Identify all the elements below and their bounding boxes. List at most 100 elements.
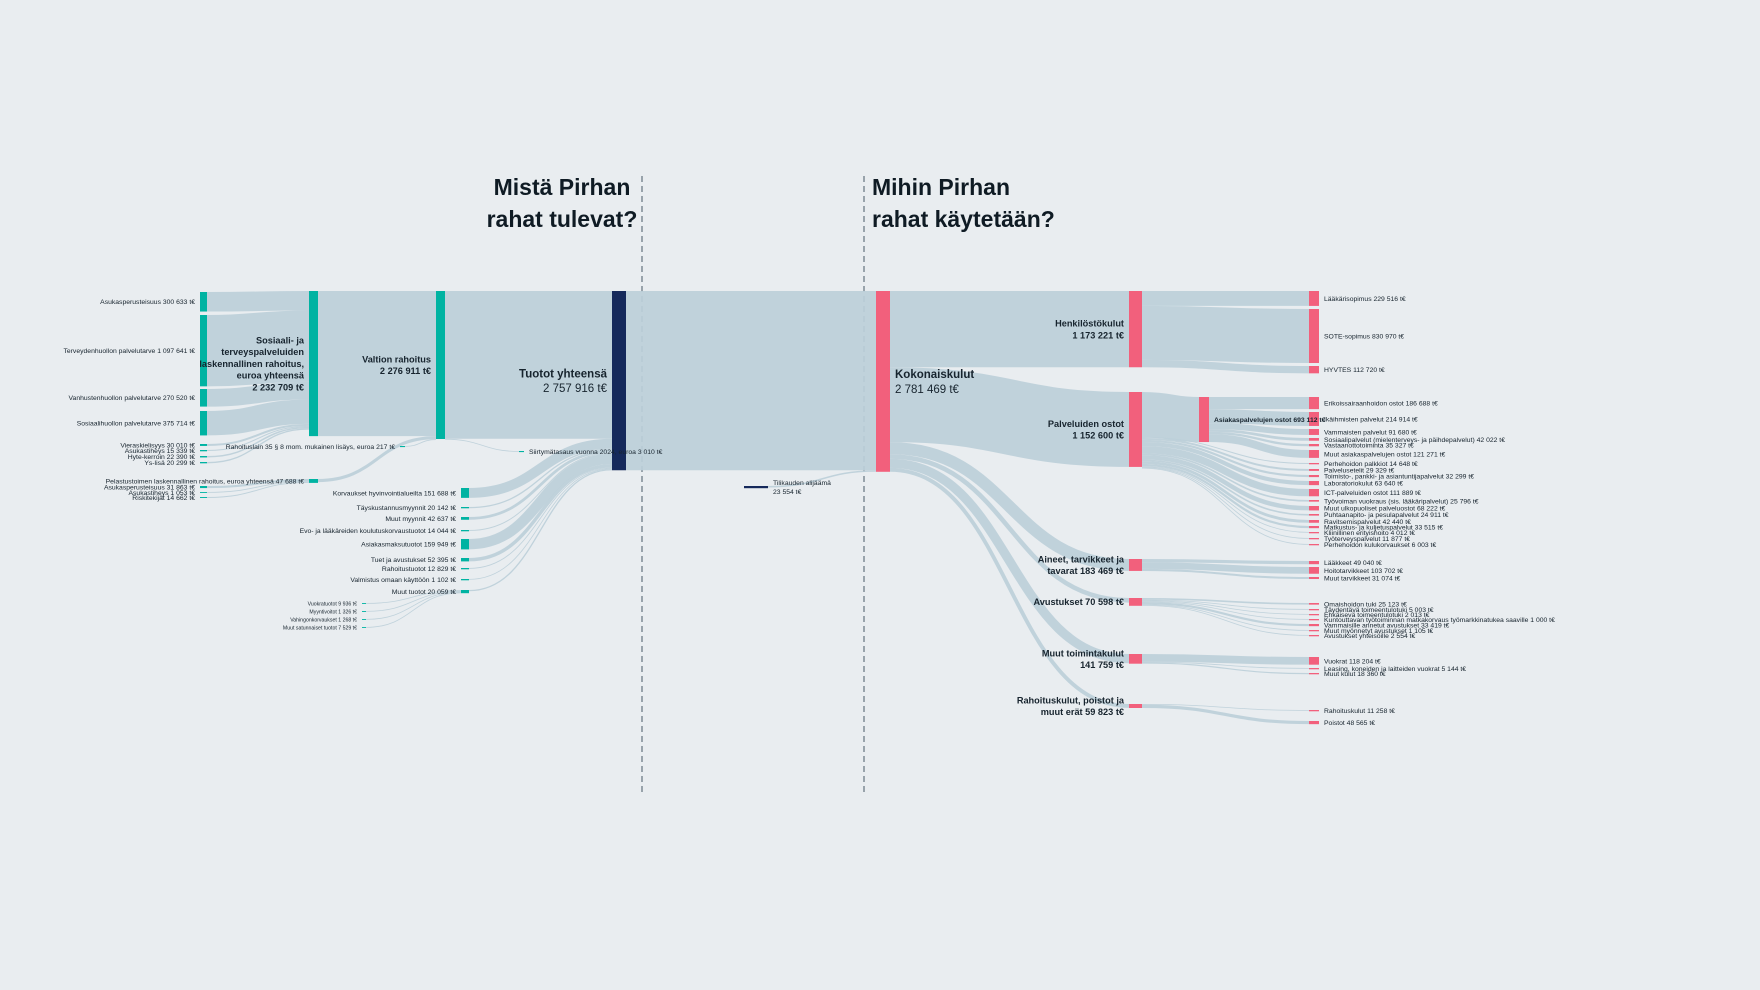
flow-palveluiden-ostot--toimisto-pankki-asiantuntijapalvelut	[1141, 439, 1310, 478]
node-kuntouttavan-tyotoiminnan-matkakorvaus	[1309, 619, 1319, 621]
label-muut-myonnetyt-avustukset: Muut myönnetyt avustukset 1 105 t€	[1324, 628, 1433, 635]
node-perhehoidon-kulukorvaukset	[1309, 544, 1319, 546]
label-omaishoidon-tuki: Omaishoidon tuki 25 123 t€	[1324, 601, 1407, 608]
node-ikaihmisten-palvelut	[1309, 412, 1319, 426]
node-tuotot-yhteensa	[612, 291, 626, 471]
node-muut-myonnetyt-avustukset	[1309, 630, 1319, 632]
node-leasing-koneiden-laitteiden-vuokrat	[1309, 668, 1319, 670]
node-ict-palveluiden-ostot	[1309, 489, 1319, 497]
label-sosiaalihuollon-palvelutarve: Sosiaalihuollon palvelutarve 375 714 t€	[77, 421, 195, 428]
node-asukasperusteisuus-pelastus	[200, 486, 207, 489]
node-evo-koulutuskorvaustuotot	[461, 530, 469, 532]
flow-aineet-tarvikkeet-tavarat--muut-tarvikkeet	[1141, 568, 1310, 580]
node-muut-myynnit	[461, 517, 469, 520]
label-vastaanottotoiminta: Vastaanottotoiminta 35 327 t€	[1324, 443, 1414, 450]
node-vanhustenhuollon-palvelutarve	[200, 389, 207, 407]
node-hyvtes	[1309, 366, 1319, 374]
label-matkustus-kuljetuspalvelut: Matkustus- ja kuljetuspalvelut 33 515 t€	[1324, 525, 1443, 532]
node-riskitekijat	[200, 497, 207, 498]
node-myyntivoitot	[362, 611, 366, 612]
flow-avustukset--kuntouttavan-tyotoiminnan-matkakorvaus	[1141, 601, 1310, 620]
flow-palveluiden-ostot--matkustus-kuljetuspalvelut	[1141, 463, 1310, 529]
flow-rahoituskulut-poistot-muut-erat--rahoituskulut	[1141, 704, 1310, 711]
node-asukastiheys-pelastus	[200, 492, 207, 493]
flow-aineet-tarvikkeet-tavarat--laakkeet	[1141, 559, 1310, 565]
node-tyoterveyspalvelut	[1309, 538, 1319, 540]
flow-kokonaiskulut--aineet-tarvikkeet-tavarat	[889, 442, 1130, 571]
label-perhehoidon-palkkiot: Perhehoidon palkkiot 14 648 t€	[1324, 461, 1418, 468]
node-laakarisopimus	[1309, 291, 1319, 306]
flow-kokonaiskulut--muut-toimintakulut	[889, 458, 1130, 664]
node-vammaisten-palvelut	[1309, 429, 1319, 435]
flow-muut-toimintakulut--muut-kulut	[1141, 662, 1310, 675]
label-vahingonkorvaukset: Vahingonkorvaukset 1 268 t€	[290, 617, 357, 623]
label-tuet-ja-avustukset: Tuet ja avustukset 52 395 t€	[371, 557, 456, 564]
label-sote-sopimus: SOTE-sopimus 830 970 t€	[1324, 333, 1404, 340]
flow-asiakaspalvelujen-ostot--vastaanottotoiminta	[1208, 431, 1310, 447]
label-terveydenhuollon-palvelutarve: Terveydenhuollon palvelutarve 1 097 641 …	[63, 348, 195, 355]
label-valmistus-omaan-kayttoon: Valmistus omaan käyttöön 1 102 t€	[350, 577, 456, 584]
label-palvelusetelit: Palvelusetelit 29 329 t€	[1324, 467, 1395, 474]
node-tayskustannusmyynnit	[461, 507, 469, 509]
label-leasing-koneiden-laitteiden-vuokrat: Leasing, koneiden ja laitteiden vuokrat …	[1324, 666, 1466, 673]
node-poistot	[1309, 721, 1319, 725]
label-muut-kulut: Muut kulut 18 360 t€	[1324, 671, 1386, 678]
dashed-divider-right	[863, 176, 865, 792]
flow-muut-toimintakulut--leasing-koneiden-laitteiden-vuokrat	[1141, 661, 1310, 669]
node-toimisto-pankki-asiantuntijapalvelut	[1309, 475, 1319, 478]
flow-palveluiden-ostot--perhehoidon-kulukorvaukset	[1141, 467, 1310, 545]
label-ravitsemispalvelut: Ravitsemispalvelut 42 440 t€	[1324, 519, 1411, 526]
node-tyovoiman-vuokraus	[1309, 500, 1319, 502]
flow-vuokratuotot--muut-tuotot	[365, 590, 462, 604]
node-asiakasmaksutuotot	[461, 539, 469, 550]
flow-evo-koulutuskorvaustuotot--tuotot-yhteensa	[468, 452, 613, 531]
node-avustukset-yhteisoille	[1309, 635, 1319, 637]
flow-riskitekijat--pelastustoimen-laskennallinen-rahoitus	[206, 481, 310, 498]
flow-henkilostokulut--sote-sopimus	[1141, 305, 1310, 364]
title-expenses: Mihin Pirhan rahat käytetään?	[872, 174, 1055, 232]
label-vammaisten-palvelut: Vammaisten palvelut 91 680 t€	[1324, 429, 1417, 436]
flow-muut-satunnaiset-tuotot--muut-tuotot	[365, 592, 462, 628]
label-kliinillinen-erityishoito: Kliinillinen erityishoito 4 012 t€	[1324, 530, 1415, 537]
label-ehkaiseva-toimeentulotuki: Ehkäisevä toimeentulotuki 2 013 t€	[1324, 612, 1430, 619]
flow-palveluiden-ostot--kliinillinen-erityishoito	[1141, 466, 1310, 533]
node-asukasperusteisuus-sote	[200, 292, 207, 312]
node-sote-sopimus	[1309, 309, 1319, 364]
flow-henkilostokulut--hyvtes	[1141, 359, 1310, 374]
node-asiakaspalvelujen-ostot	[1199, 397, 1209, 443]
flow-palveluiden-ostot--ict-palveluiden-ostot	[1141, 446, 1310, 497]
label-hyvtes: HYVTES 112 720 t€	[1324, 367, 1385, 374]
label-vammaisille-annetut-avustukset: Vammaisille annetut avustukset 33 419 t€	[1324, 623, 1450, 630]
label-ys-lisa: Ys-lisä 20 299 t€	[144, 460, 195, 467]
flow-asukasperusteisuus-pelastus--pelastustoimen-laskennallinen-rahoitus	[206, 479, 310, 489]
flow-vieraskielisyys--sote-laskennallinen-rahoitus	[206, 423, 310, 446]
flow-palveluiden-ostot--tyoterveyspalvelut	[1141, 466, 1310, 539]
label-asukastiheys-pelastus: Asukastiheys 1 053 t€	[129, 490, 196, 497]
node-valtion-rahoitus	[436, 291, 445, 439]
label-laakkeet: Lääkkeet 49 040 t€	[1324, 560, 1382, 567]
label-taydentava-toimeentulotuki: Täydentävä toimeentulotuki 5 003 t€	[1324, 607, 1434, 614]
node-rahoituskulut-poistot-muut-erat	[1129, 704, 1142, 708]
node-muut-kulut	[1309, 673, 1319, 675]
node-pelastustoimen-laskennallinen-rahoitus	[309, 479, 318, 483]
flow-hyte-kerroin--sote-laskennallinen-rahoitus	[206, 426, 310, 458]
node-vuokratuotot	[362, 603, 366, 604]
label-kuntouttavan-tyotoiminnan-matkakorvaus: Kuntouttavan työtoiminnan matkakorvaus t…	[1324, 617, 1555, 624]
label-muut-satunnaiset-tuotot: Muut satunnaiset tuotot 7 529 t€	[283, 625, 357, 631]
node-muut-toimintakulut	[1129, 654, 1142, 664]
flow-palveluiden-ostot--perhehoidon-palkkiot	[1141, 437, 1310, 464]
node-matkustus-kuljetuspalvelut	[1309, 526, 1319, 529]
label-asukasperusteisuus-sote: Asukasperusteisuus 300 633 t€	[100, 299, 195, 306]
label-asiakasmaksutuotot: Asiakasmaksutuotot 159 949 t€	[361, 542, 456, 549]
label-hoitotarvikkeet: Hoitotarvikkeet 103 702 t€	[1324, 568, 1403, 575]
flow-palveluiden-ostot--puhtaanapito-pesulapalvelut	[1141, 459, 1310, 516]
flow-muut-toimintakulut--vuokrat	[1141, 654, 1310, 665]
node-laakkeet	[1309, 561, 1319, 565]
flow-palveluiden-ostot--muut-ulkopuoliset-palveluostot	[1141, 455, 1310, 511]
node-perhehoidon-palkkiot	[1309, 463, 1319, 465]
